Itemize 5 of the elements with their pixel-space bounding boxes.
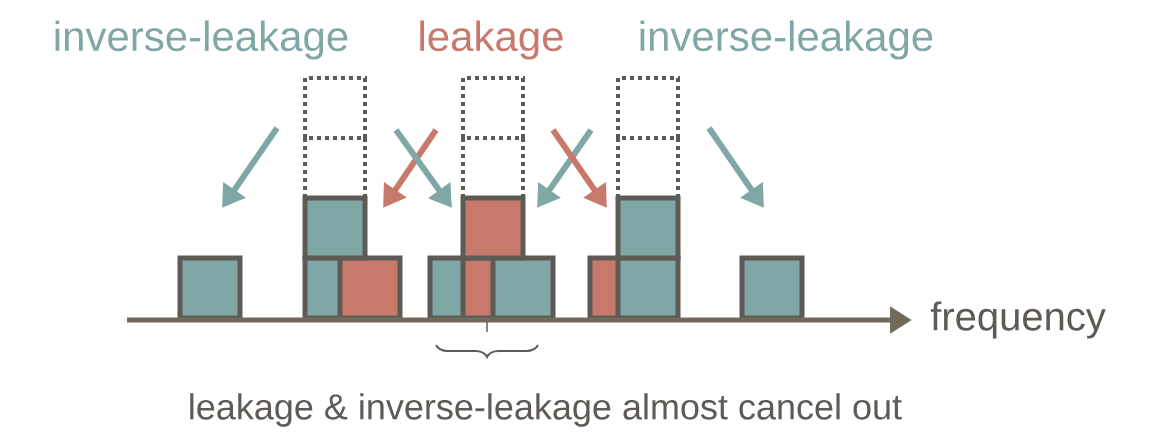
- spectrum-label: leakage: [420, 20, 563, 60]
- axis-label: frequency: [930, 301, 1106, 339]
- caption: leakage & inverse-leakage almost cancel out: [190, 393, 902, 427]
- spectrum-label: inverse-leakage: [640, 20, 933, 60]
- spectrum-label: inverse-leakage: [55, 20, 348, 60]
